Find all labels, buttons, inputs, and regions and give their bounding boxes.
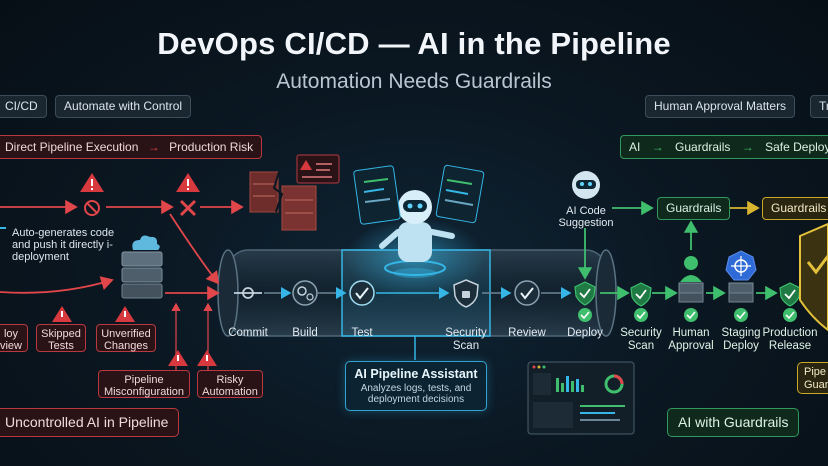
broken-server-icon (249, 171, 317, 231)
flow-human-approval: Human Approval (668, 327, 714, 352)
risk-flow-direct: Direct Pipeline Execution (5, 140, 139, 154)
right-flow-arrows (577, 200, 820, 301)
safe-flow-pill: AI → Guardrails → Safe Deployment (620, 135, 828, 159)
stage-commit: Commit (228, 327, 268, 339)
flow-staging-deploy: Staging Deploy (721, 327, 761, 352)
risk-unverified-changes: Unverified Changes (96, 324, 156, 352)
safe-flow-safe-deployment: Safe Deployment (765, 140, 828, 154)
blocked-icon (84, 200, 100, 216)
safe-flow-ai: AI (629, 140, 641, 154)
guardrails-pill-2: Guardrails (762, 197, 828, 220)
risk-flow-pill: Direct Pipeline Execution → Production R… (0, 135, 263, 159)
ai-with-guardrails-label: AI with Guardrails (667, 408, 800, 437)
pill-cicd: CI/CD (0, 95, 47, 118)
warning-icon (52, 173, 217, 366)
flow-security-scan: Security Scan (620, 327, 662, 352)
risk-review-cut: loy view (0, 324, 28, 352)
server-stack-icon (121, 235, 163, 299)
code-window-icon (353, 164, 485, 225)
dashboard-icon (527, 361, 635, 435)
ai-pipeline-assistant: AI Pipeline Assistant Analyzes logs, tes… (345, 361, 487, 411)
pill-human-approval: Human Approval Matters (645, 95, 796, 118)
kubernetes-icon (725, 250, 757, 322)
pill-automate-with-control: Automate with Control (55, 95, 192, 118)
stage-security-scan: Security Scan (445, 327, 487, 352)
uncontrolled-ai-label: Uncontrolled AI in Pipeline (0, 408, 180, 437)
suggestion-robot-icon (572, 171, 600, 199)
stage-test: Test (351, 327, 373, 339)
security-shield-icon (453, 279, 479, 308)
auto-generate-note: Auto-generates code and push it directly… (12, 227, 115, 263)
stage-deploy: Deploy (567, 327, 603, 339)
risk-risky-automation: Risky Automation (197, 370, 263, 398)
guardrails-pill-1: Guardrails (657, 197, 731, 220)
commit-icon (234, 287, 262, 299)
pill-cut-right: Tr (810, 95, 828, 118)
risk-skipped-tests: Skipped Tests (36, 324, 86, 352)
production-check-icon (779, 282, 801, 322)
deploy-shield-check-icon (574, 281, 596, 322)
page-title: DevOps CI/CD — AI in the Pipeline (157, 26, 671, 61)
safe-flow-guardrails: Guardrails (675, 140, 731, 154)
build-gear-icon (292, 280, 318, 306)
fail-x-icon (179, 199, 197, 217)
arrow-right-icon: → (147, 140, 160, 154)
review-check-icon (514, 280, 540, 306)
flow-production-release: Production Release (762, 327, 818, 352)
assistant-title: AI Pipeline Assistant (354, 367, 478, 381)
stage-review: Review (508, 327, 546, 339)
arrow-right-icon: → (651, 140, 664, 154)
alert-window-icon (296, 154, 340, 184)
arrow-right-icon: → (741, 140, 754, 154)
security-check-icon (630, 282, 652, 322)
ai-code-suggestion-label: AI Code Suggestion (558, 205, 614, 229)
risk-flow-production-risk: Production Risk (169, 140, 254, 154)
page-subtitle: Automation Needs Guardrails (276, 70, 552, 93)
ai-robot-icon (345, 190, 485, 298)
guardrail-shield-icon (799, 222, 828, 332)
risk-pipeline-misconfiguration: Pipeline Misconfiguration (98, 370, 190, 398)
assistant-description: Analyzes logs, tests, and deployment dec… (360, 383, 472, 405)
test-check-icon (349, 280, 375, 306)
pipeline-guard-box: Pipe Guar (797, 362, 828, 394)
stage-build: Build (292, 327, 318, 339)
human-approval-icon (678, 256, 704, 322)
